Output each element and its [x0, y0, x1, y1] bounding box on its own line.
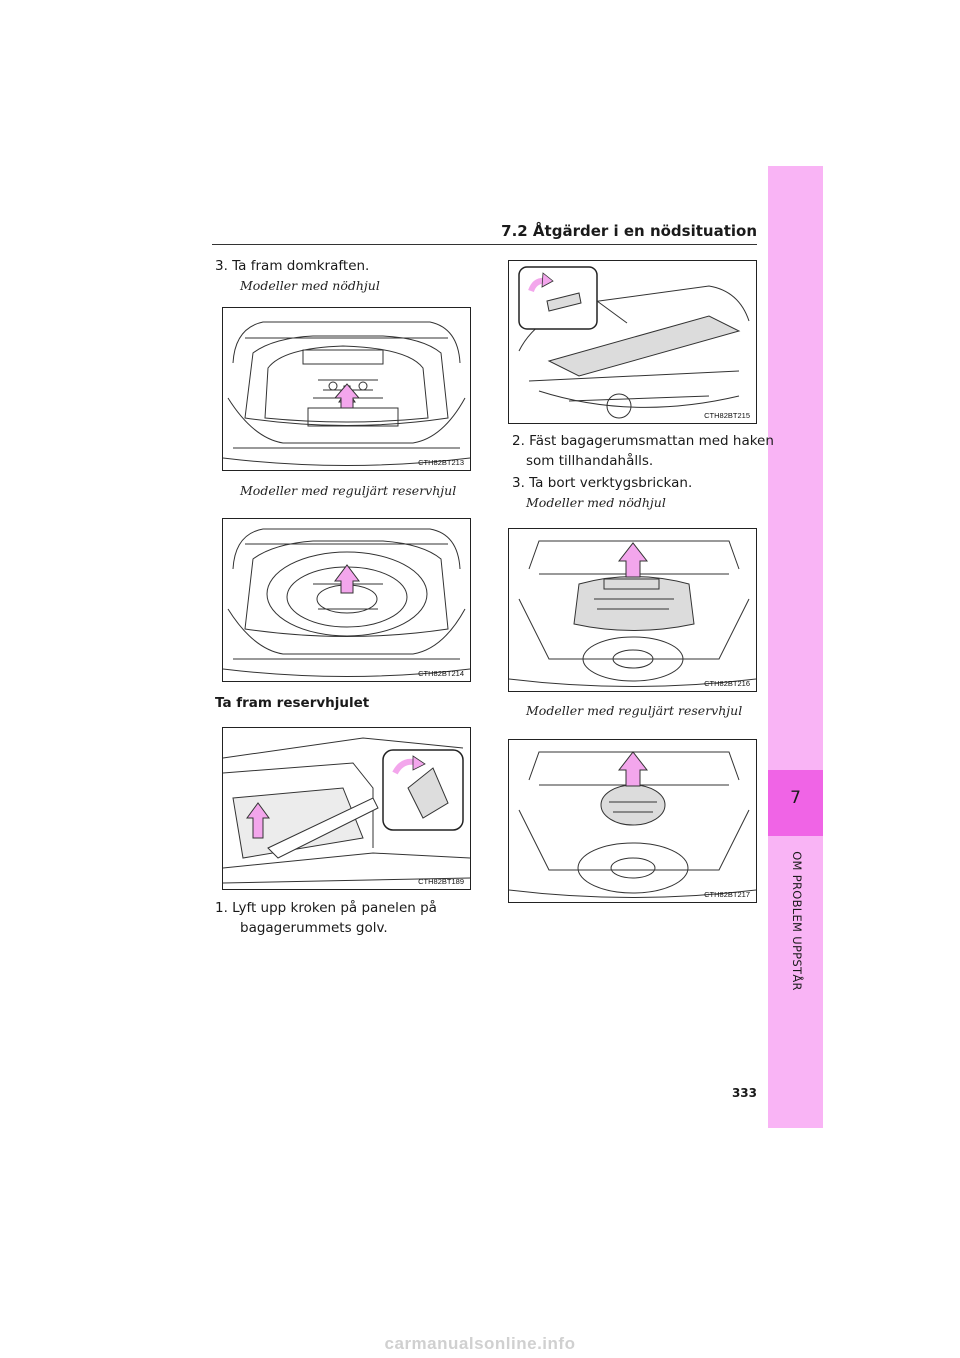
section-header-title: 7.2 Åtgärder i en nödsituation [501, 222, 757, 240]
figure-lift-hook: CTH82BT189 [222, 727, 471, 890]
caption-emergency-wheel: Modeller med nödhjul [526, 495, 666, 510]
trunk-open-illustration [518, 266, 750, 419]
trunk-tray-illustration [509, 540, 756, 687]
figure-code: CTH82BT213 [418, 458, 464, 467]
figure-code: CTH82BT215 [704, 411, 750, 420]
chapter-label: OM PROBLEM UPPSTÅR [790, 851, 804, 991]
chapter-sidebar [768, 166, 823, 1128]
figure-code: CTH82BT189 [418, 877, 464, 886]
trunk-illustration [223, 528, 470, 677]
trunk-illustration [223, 321, 470, 466]
figure-remove-tray-emergency: CTH82BT216 [508, 528, 757, 692]
step-2-line-1: 2. Fäst bagagerumsmattan med haken [512, 433, 774, 449]
caption-regular-wheel: Modeller med reguljärt reservhjul [240, 483, 457, 498]
trunk-tray-illustration [509, 751, 756, 898]
step-3-jack: 3. Ta fram domkraften. [215, 258, 370, 274]
figure-remove-tray-regular: CTH82BT217 [508, 739, 757, 903]
step-2-line-2: som tillhandahålls. [526, 453, 654, 469]
figure-trunk-jack-emergency: CTH82BT213 [222, 307, 471, 471]
page-number: 333 [731, 1086, 757, 1100]
caption-emergency-wheel: Modeller med nödhjul [240, 278, 380, 293]
step-1-line-2: bagagerummets golv. [240, 920, 388, 936]
figure-fasten-mat: CTH82BT215 [508, 260, 757, 424]
step-3-tool-tray: 3. Ta bort verktygsbrickan. [512, 475, 693, 491]
trunk-side-illustration [223, 737, 470, 884]
header-divider [212, 244, 757, 245]
figure-code: CTH82BT217 [704, 890, 750, 899]
chapter-tab [768, 770, 823, 836]
watermark: carmanualsonline.info [384, 1334, 576, 1353]
caption-regular-wheel: Modeller med reguljärt reservhjul [526, 703, 743, 718]
step-1-line-1: 1. Lyft upp kroken på panelen på [215, 900, 437, 916]
figure-code: CTH82BT214 [418, 669, 464, 678]
section-heading-spare-wheel: Ta fram reservhjulet [215, 695, 370, 711]
figure-trunk-jack-regular: CTH82BT214 [222, 518, 471, 682]
chapter-number: 7 [790, 788, 801, 808]
figure-code: CTH82BT216 [704, 679, 750, 688]
